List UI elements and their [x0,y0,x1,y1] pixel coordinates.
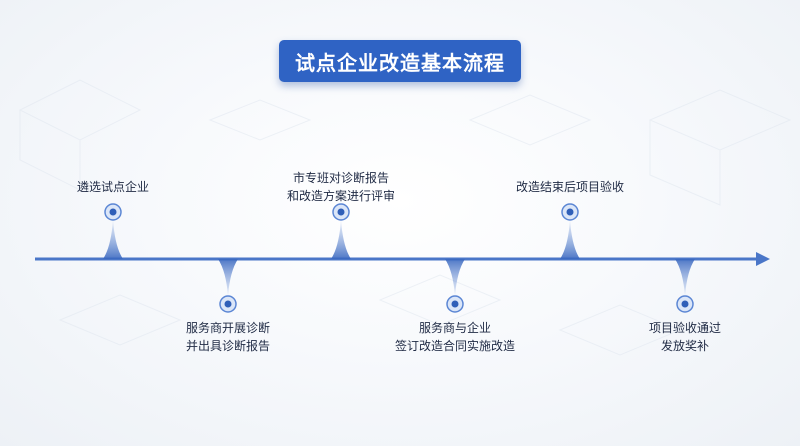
timeline-connector [560,220,580,259]
timeline-connector [675,259,695,296]
timeline-node-dot [109,208,117,216]
step-label-line: 并出具诊断报告 [185,339,271,353]
step-label-line: 服务商与企业 [418,321,492,335]
step-label: 项目验收通过发放奖补 [649,319,721,355]
timeline-node-dot [224,300,232,308]
timeline-node-dot [451,300,459,308]
step-label: 市专班对诊断报告和改造方案进行评审 [287,169,395,205]
page-title: 试点企业改造基本流程 [295,50,505,75]
timeline-connector [218,259,238,296]
timeline-node-dot [681,300,689,308]
step-label-line: 发放奖补 [660,339,710,353]
step-label-line: 签订改造合同实施改造 [394,339,516,353]
timeline-node-dot [566,208,574,216]
step-label-line: 遴选试点企业 [76,180,150,194]
timeline-connector [445,259,465,296]
step-label-line: 服务商开展诊断 [185,321,271,335]
step-label: 服务商开展诊断并出具诊断报告 [186,319,270,355]
step-label: 遴选试点企业 [77,178,149,196]
timeline-connector [103,220,123,259]
timeline-node-dot [337,208,345,216]
step-label: 服务商与企业签订改造合同实施改造 [395,319,515,355]
step-label-line: 改造结束后项目验收 [515,180,625,194]
timeline-connector [331,220,351,259]
step-label-line: 项目验收通过 [648,321,722,335]
step-label-line: 市专班对诊断报告 [292,171,390,185]
step-label: 改造结束后项目验收 [516,178,624,196]
step-label-line: 和改造方案进行评审 [286,189,396,203]
title-banner: 试点企业改造基本流程 [279,40,521,82]
timeline-arrowhead [756,252,770,266]
